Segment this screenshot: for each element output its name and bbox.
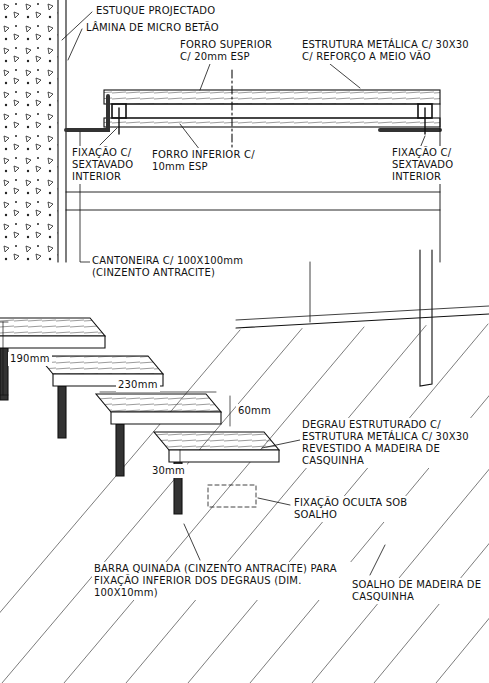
folded-bar — [0, 348, 8, 400]
angle-bracket — [380, 128, 440, 132]
plank-line — [436, 318, 489, 683]
wall-line — [66, 104, 440, 262]
part-label: CANTONEIRA C/ 100X100mm (CINZENTO ANTRAC… — [90, 254, 284, 280]
part-label: FORRO INFERIOR C/ 10mm ESP — [150, 148, 264, 174]
tread-front — [169, 450, 279, 462]
part-label: FORRO SUPERIOR C/ 20mm ESP — [178, 38, 287, 64]
tread-top — [38, 356, 163, 374]
plank-line — [0, 330, 240, 683]
tread-top — [154, 432, 279, 450]
tread-top — [96, 394, 221, 412]
folded-bar — [116, 424, 124, 476]
lower-ceiling-board — [104, 118, 440, 127]
part-label: SOALHO DE MADEIRA DE CASQUINHA — [350, 578, 486, 604]
floor-planks — [0, 318, 489, 683]
dimension-line — [180, 450, 181, 462]
plank-line — [126, 326, 426, 683]
dimension-line — [0, 322, 8, 395]
note-text: ESTUQUE PROJECTADO — [94, 4, 217, 18]
wall-face — [57, 0, 58, 262]
dimension: 30mm — [150, 464, 187, 478]
wall-corner — [310, 262, 311, 322]
note-text: LÂMINA DE MICRO BETÃO — [84, 21, 221, 35]
dimension: 190mm — [8, 352, 52, 366]
part-label: DEGRAU ESTRUTURADO C/ ESTRUTURA METÁLICA… — [300, 418, 486, 468]
part-label: ESTRUTURA METÁLICA C/ 30X30 C/ REFORÇO A… — [300, 38, 484, 64]
tread-top — [0, 318, 105, 336]
folded-bar — [58, 386, 66, 438]
part-label: FIXAÇÃO C/ SEXTAVADO INTERIOR — [70, 146, 152, 184]
plank-line — [188, 324, 488, 683]
door-jamb — [420, 250, 432, 386]
floor-wall-line — [236, 314, 489, 328]
hidden-fixing — [208, 485, 256, 507]
dimension-line — [230, 396, 231, 426]
plank-line — [250, 323, 489, 683]
dimension: 60mm — [236, 404, 273, 418]
part-label: FIXAÇÃO OCULTA SOB SOALHO — [292, 496, 416, 522]
tread-front — [111, 412, 221, 424]
metal-frame — [126, 104, 418, 118]
dimension: 230mm — [116, 378, 160, 392]
tread-front — [0, 336, 105, 348]
upper-ceiling-board — [104, 90, 440, 104]
angle-bracket — [66, 96, 108, 130]
part-label: BARRA QUINADA (CINZENTO ANTRACITE) PARA … — [92, 562, 366, 600]
plank-line — [2, 329, 302, 683]
hex-fixing — [119, 108, 425, 134]
stone-wall — [0, 0, 58, 262]
stair-steps — [0, 318, 279, 514]
skirting — [236, 306, 489, 320]
part-label: FIXAÇÃO C/ SEXTAVADO INTERIOR — [390, 146, 486, 184]
